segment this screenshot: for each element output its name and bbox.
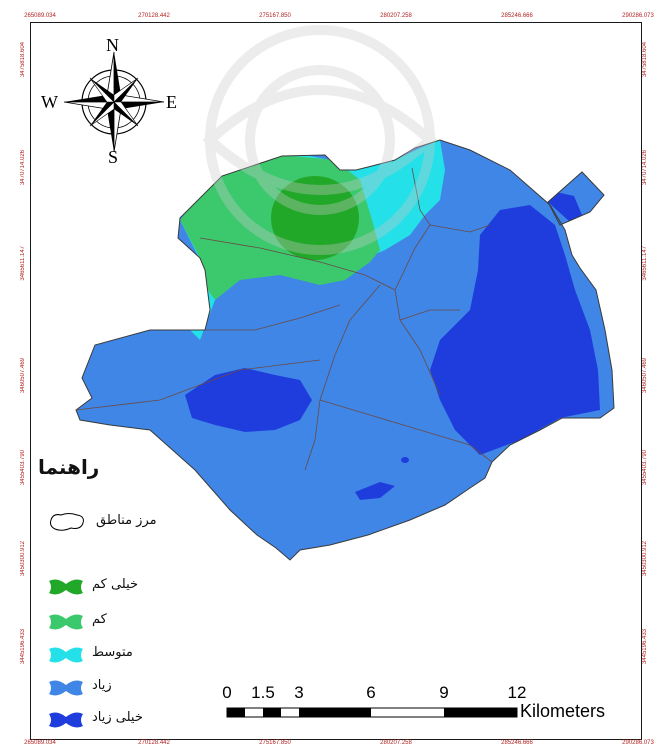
scale-bar-unit: Kilometers [520, 701, 606, 721]
legend-class-label: کم [92, 612, 107, 627]
legend-swatch [49, 712, 83, 728]
legend-title: راهنما [38, 455, 100, 479]
scale-bar-tick-label: 12 [507, 683, 527, 702]
compass-s-label: S [108, 147, 119, 167]
legend-swatch [49, 680, 83, 696]
boundary-legend-label: مرز مناطق [96, 513, 157, 528]
scale-bar-tick-label: 0 [222, 683, 232, 702]
legend-class-label: متوسط [92, 645, 133, 660]
class-very-high-zone-north [548, 192, 582, 222]
legend-class-label: خیلی کم [92, 577, 139, 592]
grid-label-top: 285246.666 [501, 13, 533, 19]
legend-class-label: زیاد [92, 678, 112, 693]
grid-label-top: 275167.850 [259, 13, 291, 19]
class-very-high-zone-east [430, 205, 600, 455]
grid-label-bottom: 265089.034 [24, 740, 56, 746]
grid-label-bottom: 270128.442 [138, 740, 170, 746]
grid-label-top: 280207.258 [380, 13, 412, 19]
grid-label-bottom: 275167.850 [259, 740, 291, 746]
scale-bar-tick-label: 3 [294, 683, 304, 702]
grid-label-bottom: 285246.666 [501, 740, 533, 746]
class-very-high-zone-west [185, 368, 312, 432]
small-patches [355, 457, 409, 500]
compass-w-label: W [41, 92, 58, 112]
compass-n-label: N [106, 35, 119, 55]
district-boundaries [75, 139, 615, 561]
legend-swatch [49, 614, 83, 630]
compass-e-label: E [166, 92, 177, 112]
grid-label-bottom: 290286.073 [622, 740, 654, 746]
grid-label-bottom: 280207.258 [380, 740, 412, 746]
legend-swatch [49, 579, 83, 595]
grid-label-top: 270128.442 [138, 13, 170, 19]
legend-swatch [49, 647, 83, 663]
boundary-legend-symbol [50, 513, 84, 531]
scale-bar-tick-label: 1.5 [251, 683, 275, 702]
grid-label-top: 290286.073 [622, 13, 654, 19]
legend-class-label: خیلی زیاد [92, 710, 143, 725]
scale-bar-tick-label: 9 [439, 683, 449, 702]
class-very-low-zone [271, 176, 359, 260]
grid-label-top: 265089.034 [24, 13, 56, 19]
scale-bar-tick-label: 6 [366, 683, 376, 702]
